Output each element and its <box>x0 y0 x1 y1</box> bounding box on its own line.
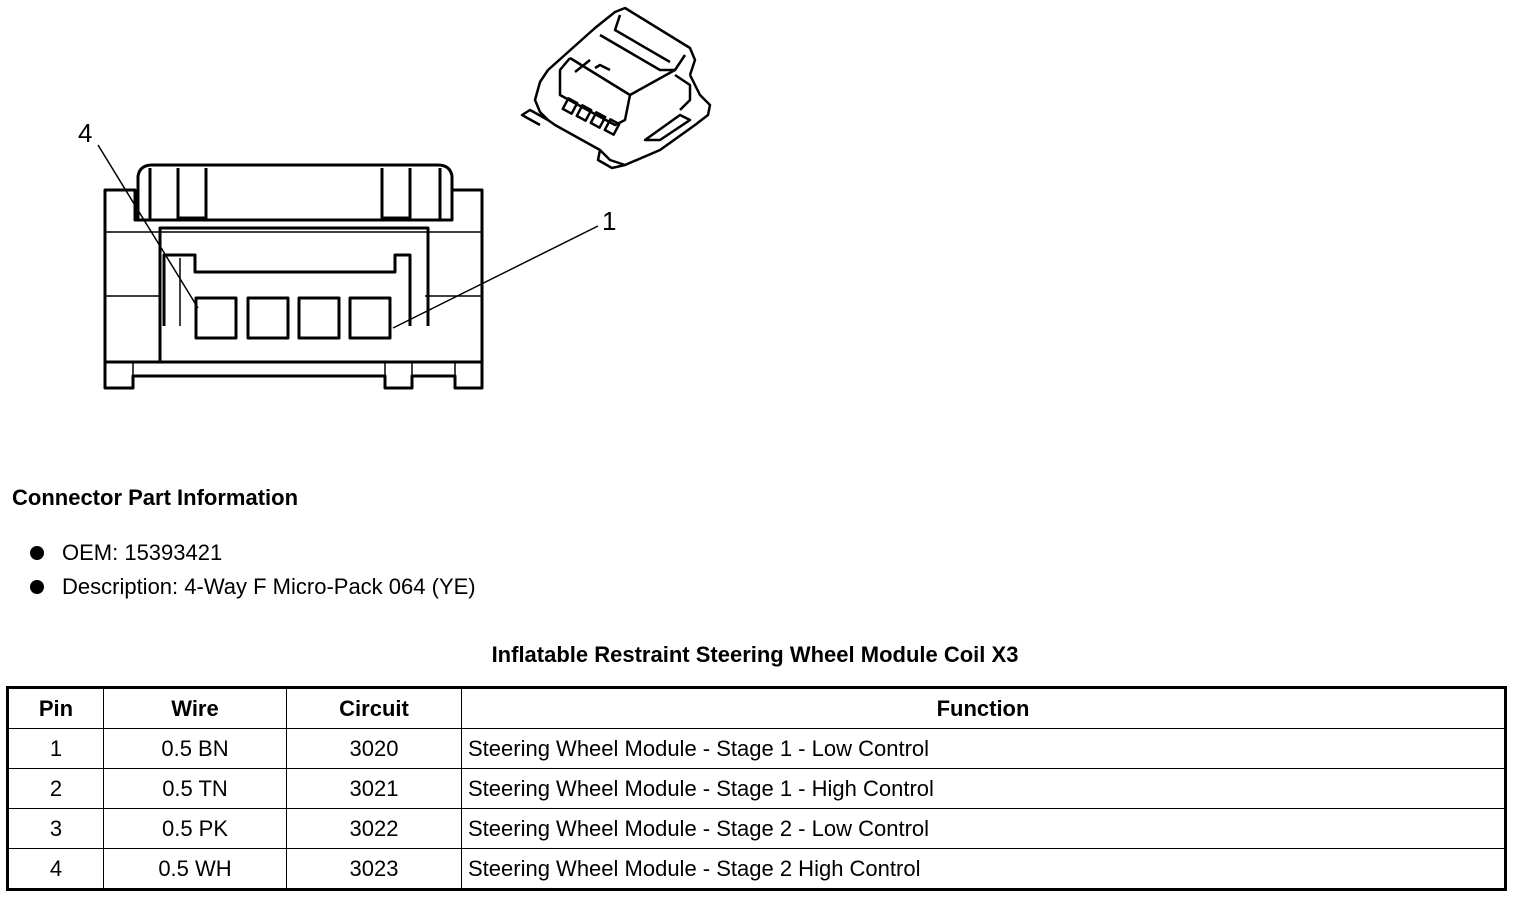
table-row: 3 0.5 PK 3022 Steering Wheel Module - St… <box>7 808 1506 849</box>
header-wire: Wire <box>103 687 287 729</box>
cell-wire: 0.5 WH <box>103 848 287 890</box>
callout-1-leader <box>392 225 599 329</box>
cell-function: Steering Wheel Module - Stage 1 - High C… <box>461 768 1506 809</box>
bullet-icon <box>30 580 44 594</box>
table-row: 2 0.5 TN 3021 Steering Wheel Module - St… <box>7 768 1506 809</box>
connector-part-info-list: OEM: 15393421 Description: 4-Way F Micro… <box>30 538 476 606</box>
cell-wire: 0.5 BN <box>103 728 287 769</box>
connector-isometric-view <box>520 6 712 170</box>
list-item: OEM: 15393421 <box>30 538 476 572</box>
cell-wire: 0.5 PK <box>103 808 287 849</box>
connector-part-info-heading: Connector Part Information <box>12 485 299 510</box>
callout-1-label: 1 <box>602 206 616 236</box>
cavity-3 <box>246 296 290 340</box>
cavity-1 <box>348 296 392 340</box>
cavity-2 <box>297 296 341 340</box>
cell-function: Steering Wheel Module - Stage 2 - Low Co… <box>461 808 1506 849</box>
table-row: 1 0.5 BN 3020 Steering Wheel Module - St… <box>7 728 1506 769</box>
table-header-row: Pin Wire Circuit Function <box>7 687 1506 729</box>
pinout-table: Pin Wire Circuit Function 1 0.5 BN 3020 … <box>6 686 1507 891</box>
description-text: Description: 4-Way F Micro-Pack 064 (YE) <box>62 574 476 599</box>
cell-pin: 4 <box>7 848 104 890</box>
cell-pin: 2 <box>7 768 104 809</box>
connector-illustration: 4 1 <box>78 6 712 390</box>
bullet-icon <box>30 546 44 560</box>
header-circuit: Circuit <box>286 687 462 729</box>
connector-body <box>103 188 484 364</box>
header-pin: Pin <box>7 687 104 729</box>
callout-4-leader <box>97 144 199 309</box>
cell-function: Steering Wheel Module - Stage 2 High Con… <box>461 848 1506 890</box>
callout-4-label: 4 <box>78 118 92 148</box>
cell-circuit: 3020 <box>286 728 462 769</box>
list-item: Description: 4-Way F Micro-Pack 064 (YE) <box>30 572 476 606</box>
cell-circuit: 3023 <box>286 848 462 890</box>
cell-function: Steering Wheel Module - Stage 1 - Low Co… <box>461 728 1506 769</box>
table-title: Inflatable Restraint Steering Wheel Modu… <box>491 642 1019 667</box>
cell-pin: 1 <box>7 728 104 769</box>
connector-latch <box>136 163 454 220</box>
cell-circuit: 3021 <box>286 768 462 809</box>
cavity-4 <box>194 296 238 340</box>
cell-wire: 0.5 TN <box>103 768 287 809</box>
table-row: 4 0.5 WH 3023 Steering Wheel Module - St… <box>7 848 1506 890</box>
header-function: Function <box>461 687 1506 729</box>
oem-text: OEM: 15393421 <box>62 540 223 565</box>
cell-circuit: 3022 <box>286 808 462 849</box>
cell-pin: 3 <box>7 808 104 849</box>
